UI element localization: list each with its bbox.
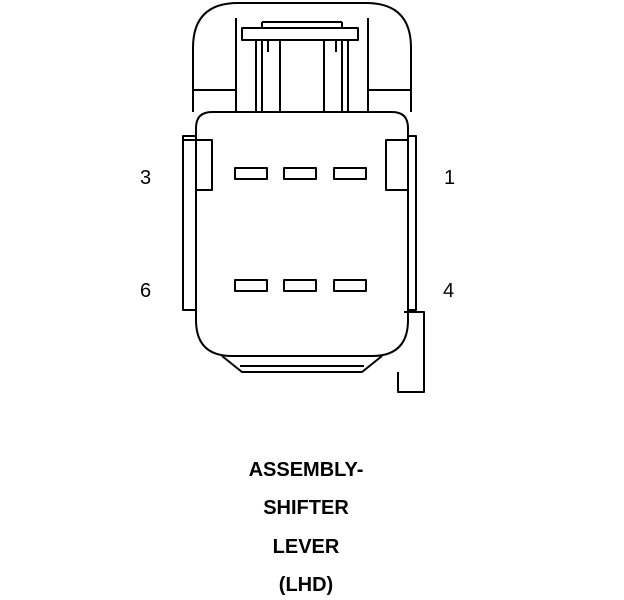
caption-line-1: ASSEMBLY- — [248, 459, 364, 481]
connector-side-tabs — [182, 135, 425, 393]
terminal-cavity — [333, 279, 367, 292]
pin-label-1: 1 — [444, 167, 456, 189]
caption-line-4: (LHD) — [278, 574, 334, 596]
pin-label-3: 3 — [140, 167, 152, 189]
terminal-cavity — [283, 279, 317, 292]
pin-label-6: 6 — [140, 280, 152, 302]
caption-line-2: SHIFTER — [263, 497, 349, 519]
pin-label-4: 4 — [443, 280, 455, 302]
terminal-cavity — [234, 167, 268, 180]
terminal-cavity — [283, 167, 317, 180]
terminal-cavity — [234, 279, 268, 292]
terminal-cavities — [234, 167, 367, 292]
terminal-cavity — [333, 167, 367, 180]
connector-body — [195, 111, 409, 373]
caption-line-3: LEVER — [272, 536, 340, 558]
connector-latch-hood — [192, 2, 412, 113]
